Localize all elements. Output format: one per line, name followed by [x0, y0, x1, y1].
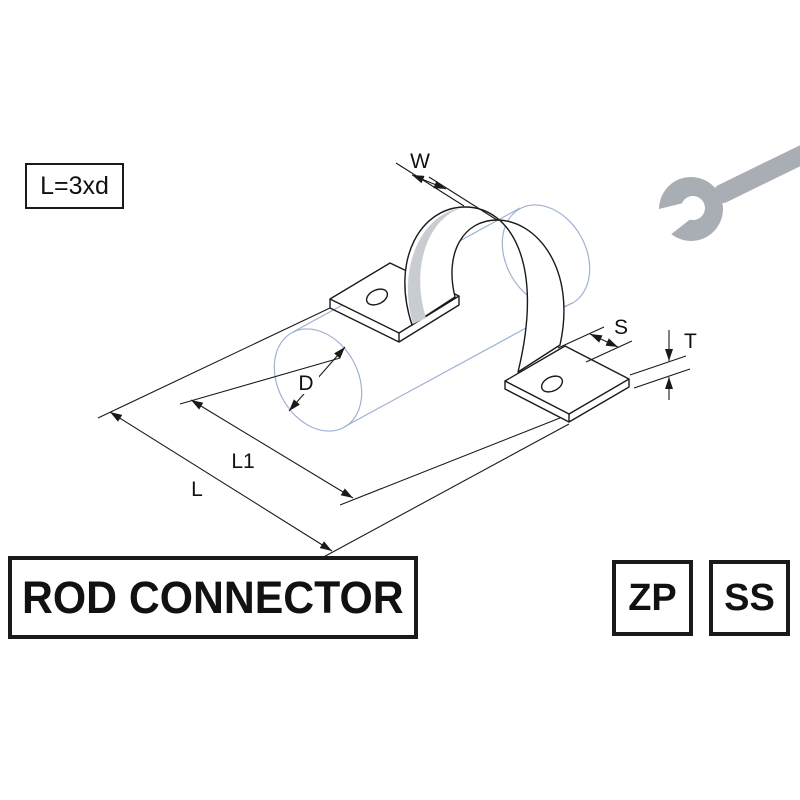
dimension-line — [190, 399, 354, 499]
finish-badge-zp-label: ZP — [628, 576, 677, 619]
dim-label-l: L — [191, 478, 203, 501]
extension-line — [179, 357, 341, 405]
product-title-box: ROD CONNECTOR — [8, 556, 418, 639]
clamp-left-hole — [365, 288, 389, 306]
dimension-l1: L1 — [179, 357, 561, 506]
clamp-right-foot-edge — [504, 379, 630, 423]
dimension-t: T — [629, 330, 697, 400]
dimension-w: W — [395, 150, 498, 221]
extension-line — [339, 417, 561, 506]
extension-line — [557, 326, 605, 349]
dimension-line — [411, 174, 447, 190]
dimension-d: D — [288, 346, 346, 412]
formula-box: L=3xd — [25, 163, 124, 209]
formula-label: L=3xd — [40, 171, 109, 200]
extension-line — [629, 355, 687, 376]
clamp-strap — [404, 206, 565, 373]
clamp-graphic — [329, 206, 630, 423]
clamp-right-hole — [540, 375, 564, 393]
extension-line — [585, 340, 633, 363]
finish-badge-ss-label: SS — [724, 576, 775, 619]
clamp-strap-shading — [407, 208, 462, 324]
extension-line — [97, 307, 331, 419]
dim-label-t: T — [684, 330, 697, 353]
extension-line — [317, 423, 570, 561]
finish-badge-ss: SS — [709, 560, 790, 636]
finish-badge-zp: ZP — [612, 560, 693, 636]
extension-line — [395, 162, 465, 207]
dimension-line — [589, 333, 619, 348]
dimension-s: S — [557, 316, 633, 363]
dim-label-s: S — [614, 316, 628, 339]
product-title: ROD CONNECTOR — [22, 571, 404, 623]
dim-label-d: D — [298, 372, 313, 395]
dim-label-w: W — [410, 150, 430, 173]
wrench-handle — [713, 143, 800, 203]
clamp-left-foot-edge — [329, 296, 460, 343]
wrench-icon — [659, 143, 800, 241]
dimension-l: L — [97, 307, 570, 561]
dim-label-l1: L1 — [231, 450, 254, 473]
extension-line — [633, 368, 691, 389]
dimensions: W S T D — [97, 150, 697, 561]
label-backing — [294, 370, 319, 394]
wrench-head — [659, 176, 723, 241]
dimension-line — [109, 411, 333, 552]
